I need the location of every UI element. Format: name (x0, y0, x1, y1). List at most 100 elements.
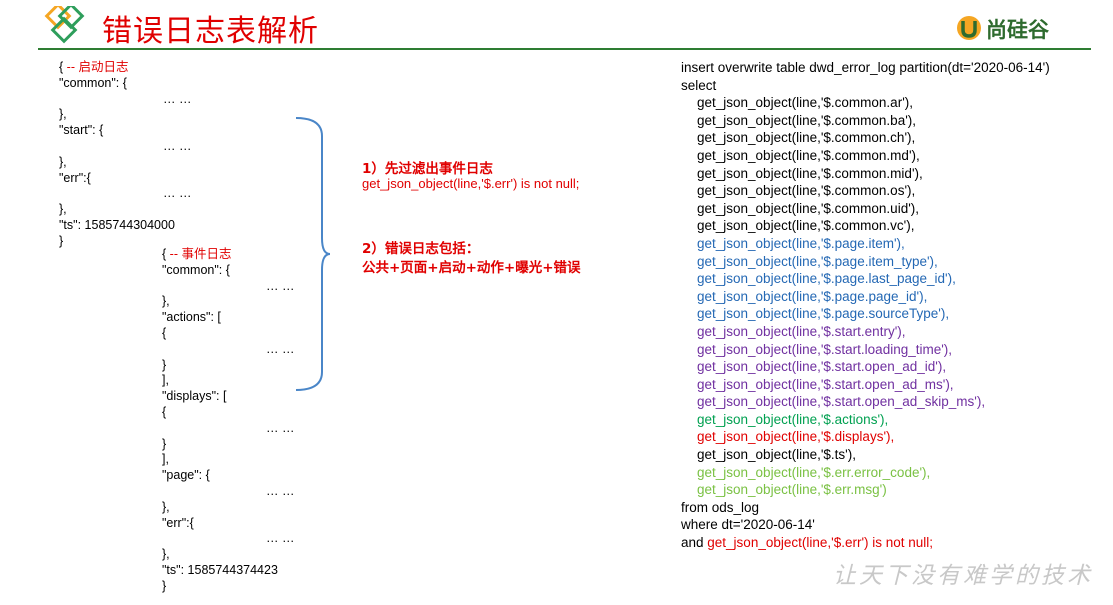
json-line: { (162, 325, 294, 341)
json-line: } (162, 436, 294, 452)
sql-line: get_json_object(line,'$.common.ar'), (697, 95, 914, 111)
json-line: "start": { (59, 122, 191, 138)
sql-line: get_json_object(line,'$.page.last_page_i… (697, 271, 956, 287)
json-line: }, (59, 106, 191, 122)
json-line: }, (162, 499, 294, 515)
json-line: }, (162, 546, 294, 562)
json-text: ], (162, 373, 169, 388)
step1-code: get_json_object(line,'$.err') is not nul… (362, 176, 580, 191)
sql-line: get_json_object(line,'$.page.sourceType'… (697, 306, 950, 322)
json-line: { -- 事件日志 (162, 246, 294, 262)
json-text: { (59, 60, 64, 74)
start-log-json: { -- 启动日志"common": {… …},"start": {… …},… (59, 59, 191, 249)
json-text: "actions": [ (162, 310, 221, 325)
json-line: "ts": 1585744374423 (162, 562, 294, 578)
sql-line: get_json_object(line,'$.ts'), (697, 447, 856, 463)
json-line: … … (162, 420, 294, 436)
json-text: { (162, 404, 167, 419)
json-line: … … (59, 138, 191, 154)
json-text: "err":{ (162, 515, 194, 530)
sql-line: get_json_object(line,'$.err.msg') (697, 482, 887, 498)
json-line: ], (162, 372, 294, 388)
sql-line: get_json_object(line,'$.start.open_ad_id… (697, 359, 947, 375)
brand-name: 尚硅谷 (986, 18, 1049, 42)
json-text: … … (163, 186, 192, 201)
json-text: { (162, 247, 167, 261)
sql-line: get_json_object(line,'$.common.os'), (697, 183, 916, 199)
sql-line: get_json_object(line,'$.page.page_id'), (697, 288, 928, 304)
json-text: … … (266, 278, 295, 293)
json-line: }, (162, 293, 294, 309)
header-divider (38, 48, 1091, 50)
json-text: }, (59, 107, 67, 122)
json-text: }, (162, 294, 170, 309)
json-text: }, (59, 154, 67, 169)
json-text: "ts": 1585744304000 (59, 217, 175, 232)
json-line: "err":{ (162, 515, 294, 531)
json-text: "err":{ (59, 170, 91, 185)
json-text: } (162, 578, 167, 593)
sql-line: from ods_log (681, 499, 760, 515)
json-line: } (162, 357, 294, 373)
json-line: "common": { (162, 262, 294, 278)
json-comment: -- 启动日志 (63, 60, 129, 74)
json-line: … … (59, 91, 191, 107)
sql-line: insert overwrite table dwd_error_log par… (681, 60, 1050, 75)
json-line: … … (162, 530, 294, 546)
sql-line: get_json_object(line,'$.page.item'), (697, 235, 905, 251)
json-line: "displays": [ (162, 388, 294, 404)
sql-and-keyword: and (681, 535, 708, 551)
json-line: "ts": 1585744304000 (59, 217, 191, 233)
json-line: } (162, 578, 294, 594)
json-text: "common": { (59, 75, 127, 90)
step1-title: 1）先过滤出事件日志 (362, 161, 493, 177)
json-text: "page": { (162, 468, 210, 483)
sql-line: get_json_object(line,'$.common.md'), (697, 147, 920, 163)
json-line: "actions": [ (162, 309, 294, 325)
sql-line: get_json_object(line,'$.common.vc'), (697, 218, 915, 234)
sql-line: get_json_object(line,'$.err.error_code')… (697, 464, 931, 480)
json-text: { (162, 325, 167, 340)
json-text: "displays": [ (162, 389, 227, 404)
json-line: }, (59, 154, 191, 170)
json-text: } (162, 357, 167, 372)
curly-brace-icon (295, 117, 331, 391)
step2-title: 2）错误日志包括： (362, 241, 480, 257)
sql-line: get_json_object(line,'$.start.loading_ti… (697, 341, 953, 357)
sql-err-condition: get_json_object(line,'$.err') is not nul… (707, 535, 934, 551)
json-line: … … (162, 278, 294, 294)
json-line: "page": { (162, 467, 294, 483)
json-line: ], (162, 451, 294, 467)
json-line: }, (59, 201, 191, 217)
brand-logo-icon (955, 14, 983, 42)
json-text: "start": { (59, 123, 104, 138)
json-line: "common": { (59, 75, 191, 91)
json-text: }, (162, 499, 170, 514)
json-line: … … (162, 483, 294, 499)
json-line: "err":{ (59, 170, 191, 186)
sql-line: and get_json_object(line,'$.err') is not… (681, 534, 1050, 552)
sql-line: select (681, 77, 717, 93)
json-line: { -- 启动日志 (59, 59, 191, 75)
sql-line: get_json_object(line,'$.common.mid'), (697, 165, 923, 181)
json-text: … … (163, 91, 192, 106)
logo-icon (44, 2, 86, 48)
page-title: 错误日志表解析 (102, 14, 319, 49)
sql-line: get_json_object(line,'$.displays'), (697, 429, 895, 445)
sql-line: get_json_object(line,'$.page.item_type')… (697, 253, 938, 269)
json-text: … … (266, 341, 295, 356)
json-text: "common": { (162, 262, 230, 277)
json-text: }, (59, 202, 67, 217)
sql-line: get_json_object(line,'$.start.entry'), (697, 323, 906, 339)
sql-line: get_json_object(line,'$.common.uid'), (697, 200, 920, 216)
json-text: "ts": 1585744374423 (162, 562, 278, 577)
json-text: … … (266, 420, 295, 435)
json-line: } (59, 233, 191, 249)
json-line: … … (162, 341, 294, 357)
json-text: … … (266, 483, 295, 498)
sql-line: get_json_object(line,'$.start.open_ad_sk… (697, 394, 986, 410)
watermark-slogan: 让天下没有难学的技术 (833, 563, 1093, 589)
json-text: … … (266, 531, 295, 546)
sql-statement: insert overwrite table dwd_error_log par… (681, 59, 1050, 552)
sql-line: get_json_object(line,'$.actions'), (697, 411, 889, 427)
